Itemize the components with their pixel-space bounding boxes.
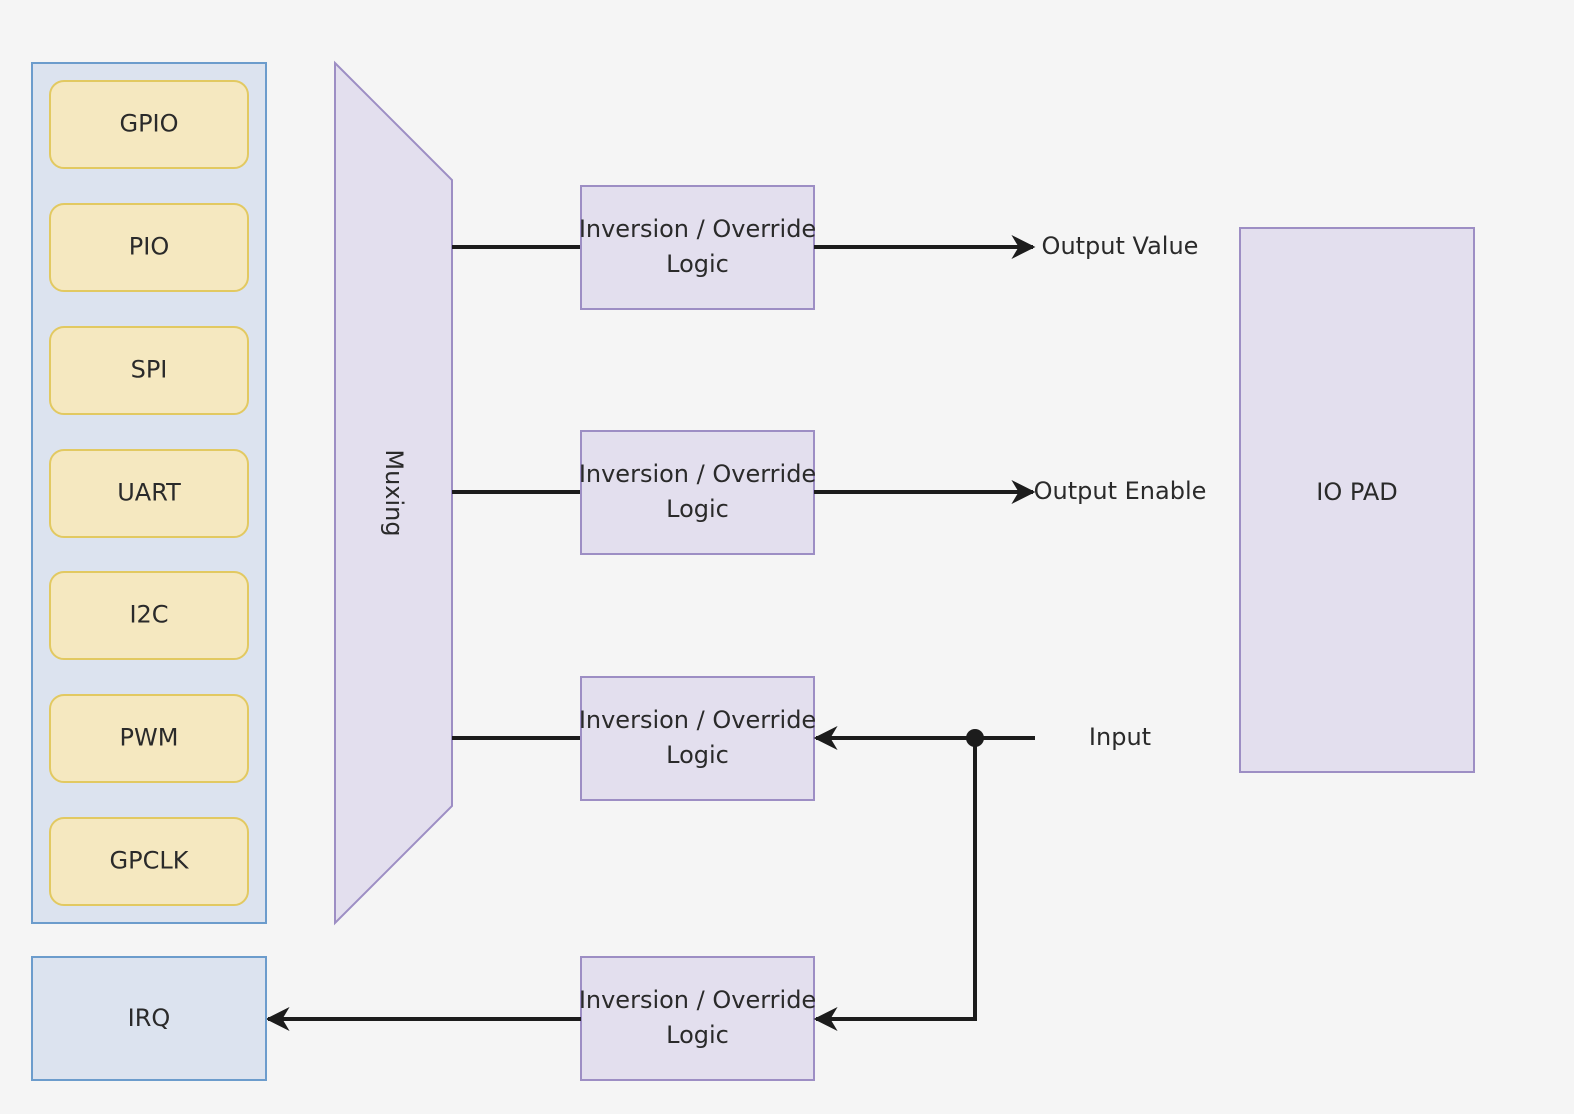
- peripheral-label: GPIO: [119, 110, 178, 138]
- logic-line2: Logic: [666, 1021, 729, 1049]
- mux-label: Muxing: [380, 449, 408, 536]
- peripheral-i2c: I2C: [49, 571, 249, 660]
- irq-label: IRQ: [128, 1004, 171, 1032]
- io-pad-label: IO PAD: [1316, 478, 1397, 506]
- peripheral-label: PIO: [129, 233, 169, 261]
- peripheral-label: UART: [117, 479, 181, 507]
- logic-block-output-enable: Inversion / Override Logic: [579, 430, 816, 555]
- signal-label-input: Input: [1089, 723, 1151, 751]
- irq-block: IRQ: [31, 956, 267, 1081]
- logic-block-output-value: Inversion / Override Logic: [579, 185, 816, 310]
- logic-line2: Logic: [666, 741, 729, 769]
- peripheral-pwm: PWM: [49, 694, 249, 783]
- mux-block: Muxing: [334, 60, 453, 926]
- peripheral-label: I2C: [129, 601, 168, 629]
- logic-block-irq: Inversion / Override Logic: [579, 956, 816, 1081]
- peripheral-label: SPI: [131, 356, 168, 384]
- logic-line2: Logic: [666, 250, 729, 278]
- logic-line1: Inversion / Override: [579, 706, 816, 734]
- io-pad-block: IO PAD: [1239, 227, 1475, 773]
- peripheral-gpio: GPIO: [49, 80, 249, 169]
- logic-line1: Inversion / Override: [579, 460, 816, 488]
- signal-label-output-value: Output Value: [1042, 232, 1199, 260]
- junction-dot: [966, 729, 984, 747]
- logic-line1: Inversion / Override: [579, 986, 816, 1014]
- signal-label-output-enable: Output Enable: [1034, 477, 1207, 505]
- logic-line2: Logic: [666, 495, 729, 523]
- peripheral-label: PWM: [120, 724, 179, 752]
- peripheral-label: GPCLK: [110, 847, 190, 875]
- logic-block-input: Inversion / Override Logic: [579, 676, 816, 801]
- peripheral-gpclk: GPCLK: [49, 817, 249, 906]
- arrow-input-to-irq-logic: [813, 738, 977, 1031]
- peripheral-spi: SPI: [49, 326, 249, 415]
- peripheral-pio: PIO: [49, 203, 249, 292]
- peripheral-uart: UART: [49, 449, 249, 538]
- logic-line1: Inversion / Override: [579, 215, 816, 243]
